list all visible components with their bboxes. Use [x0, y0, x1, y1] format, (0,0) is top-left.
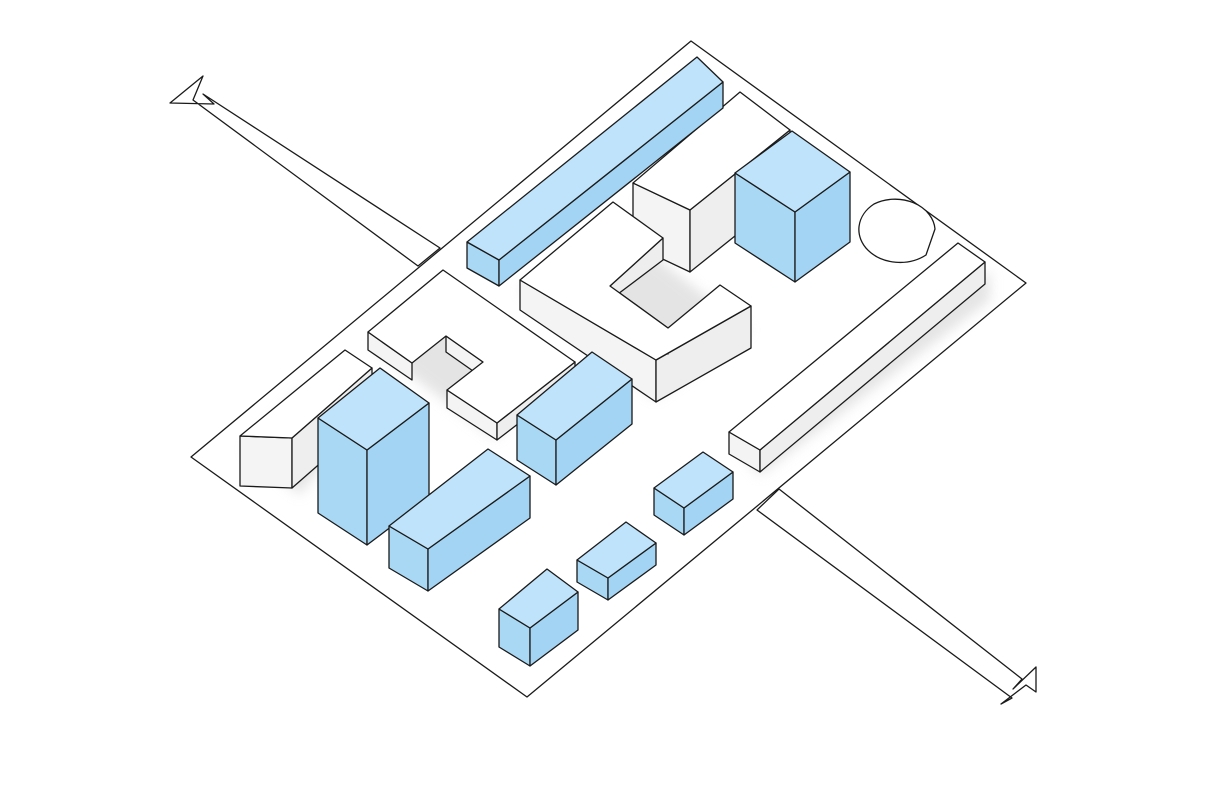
blue-block-small-east: [653, 451, 734, 536]
blue-block-tower-east-top-face: [734, 130, 851, 213]
neutral-block-west-strip-left-face: [239, 435, 293, 489]
blue-block-south-bar-top-face: [388, 448, 531, 550]
u-center-top-face: [519, 201, 752, 361]
blue-block-small-east-top-face: [653, 451, 734, 509]
neutral-block-west-strip-top-face: [239, 349, 373, 439]
blue-block-tower-west-top-face: [317, 367, 430, 451]
neutral-block-east-upper-top-face: [632, 91, 791, 211]
access-arrow-northwest: [169, 75, 441, 267]
neutral-block-east-strip: [728, 242, 986, 473]
blue-block-north-bar-top-face: [466, 56, 724, 261]
blue-block-small-south-top-face: [498, 568, 579, 629]
access-arrow-southeast: [756, 488, 1037, 705]
blue-block-north-bar: [466, 56, 724, 287]
blue-block-tower-east: [734, 130, 851, 283]
blue-block-small-mid: [576, 521, 657, 601]
blue-block-center: [516, 351, 633, 486]
neutral-block-east-strip-top-face: [728, 242, 986, 451]
circular-plaza: [858, 198, 936, 264]
blue-block-center-top-face: [516, 351, 633, 441]
blue-block-south-bar: [388, 448, 531, 592]
blue-block-small-south: [498, 568, 579, 667]
c-west-top-face: [367, 269, 576, 424]
blue-block-small-mid-top-face: [576, 521, 657, 579]
